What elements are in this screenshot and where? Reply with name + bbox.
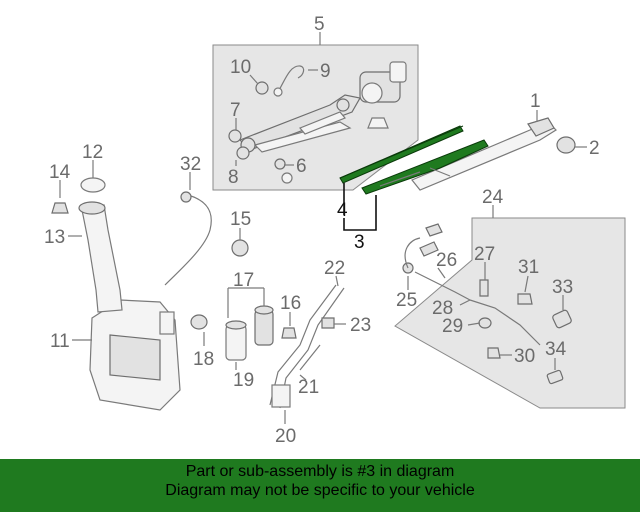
part-8-nut <box>236 146 250 160</box>
part-2-arm-cap <box>556 136 576 154</box>
leader-lines <box>59 32 587 424</box>
part-20-bracket <box>271 384 291 408</box>
callout-9: 9 <box>320 61 331 82</box>
callout-6: 6 <box>296 156 307 177</box>
wiper-linkage-assembly <box>238 94 361 153</box>
callout-1: 1 <box>530 91 541 112</box>
callout-12: 12 <box>82 142 103 163</box>
callout-13: 13 <box>44 227 65 248</box>
part-19-washer-pump <box>225 305 274 361</box>
callout-16: 16 <box>280 293 301 314</box>
callout-27: 27 <box>474 244 495 265</box>
part-6-bolt <box>274 158 293 184</box>
part-1-wiper-arm <box>411 117 557 191</box>
callout-10: 10 <box>230 57 251 78</box>
part-34-bolt <box>546 369 564 385</box>
part-29-connector <box>478 317 492 329</box>
callout-2: 2 <box>589 138 600 159</box>
panel-washer-hoses <box>394 217 626 409</box>
callout-8: 8 <box>228 167 239 188</box>
callout-17: 17 <box>233 270 254 291</box>
part-23-connector <box>321 317 335 329</box>
callout-30: 30 <box>514 346 535 367</box>
callout-7: 7 <box>230 100 241 121</box>
callout-18: 18 <box>193 349 214 370</box>
callout-23: 23 <box>350 315 371 336</box>
callout-20: 20 <box>275 426 296 447</box>
part-12-filler-cap <box>80 177 106 193</box>
callout-31: 31 <box>518 257 539 278</box>
callout-19: 19 <box>233 370 254 391</box>
callout-14: 14 <box>49 162 71 183</box>
callout-4: 4 <box>337 200 348 221</box>
part-27-joint <box>479 279 489 297</box>
part-9-clip <box>273 65 305 97</box>
callout-26: 26 <box>436 250 457 271</box>
part-13-filler-neck <box>78 201 123 313</box>
callout-24: 24 <box>482 187 504 208</box>
callout-34: 34 <box>545 339 567 360</box>
part-26-hose <box>414 223 471 301</box>
part-18-grommet <box>190 314 208 330</box>
callout-11: 11 <box>50 331 70 352</box>
notice-disclaimer-line: Diagram may not be specific to your vehi… <box>165 482 475 499</box>
part-31-clip <box>517 293 533 305</box>
part-33-sensor <box>552 309 572 329</box>
part-21-hose <box>299 344 321 371</box>
callout-15: 15 <box>230 209 251 230</box>
part-3-wiper-blade <box>339 125 489 195</box>
notice-part-line: Part or sub-assembly is #3 in diagram <box>185 463 455 480</box>
callout-numbers: 1 2 3 4 5 6 7 8 9 10 11 12 13 14 15 16 1… <box>44 14 600 447</box>
callout-29: 29 <box>442 316 463 337</box>
callout-25: 25 <box>396 290 417 311</box>
part-10-grommet <box>255 81 269 95</box>
motor-bracket <box>367 117 389 129</box>
part-7-bushing <box>228 129 242 143</box>
callout-5: 5 <box>314 14 325 35</box>
callout-32: 32 <box>180 154 201 175</box>
wiper-motor <box>359 61 407 104</box>
part-32-hose <box>164 191 212 286</box>
part-15-grommet <box>231 239 249 257</box>
part-14-clip <box>51 202 69 214</box>
part-28-hose <box>469 299 541 346</box>
part-30-clip <box>487 347 501 359</box>
part-4-blade-insert <box>339 125 464 179</box>
part-11-washer-reservoir <box>89 299 181 411</box>
part-16-clip <box>281 327 297 339</box>
callout-21: 21 <box>298 377 319 398</box>
callout-33: 33 <box>552 277 573 298</box>
parts-diagram: 1 2 3 4 5 6 7 8 9 10 11 12 13 14 15 16 1… <box>44 14 626 447</box>
callout-28: 28 <box>432 298 453 319</box>
callout-22: 22 <box>324 258 345 279</box>
diagram-notice-banner: Part or sub-assembly is #3 in diagram Di… <box>0 459 640 512</box>
callout-3: 3 <box>354 232 365 253</box>
part-25-nozzle <box>402 237 421 274</box>
